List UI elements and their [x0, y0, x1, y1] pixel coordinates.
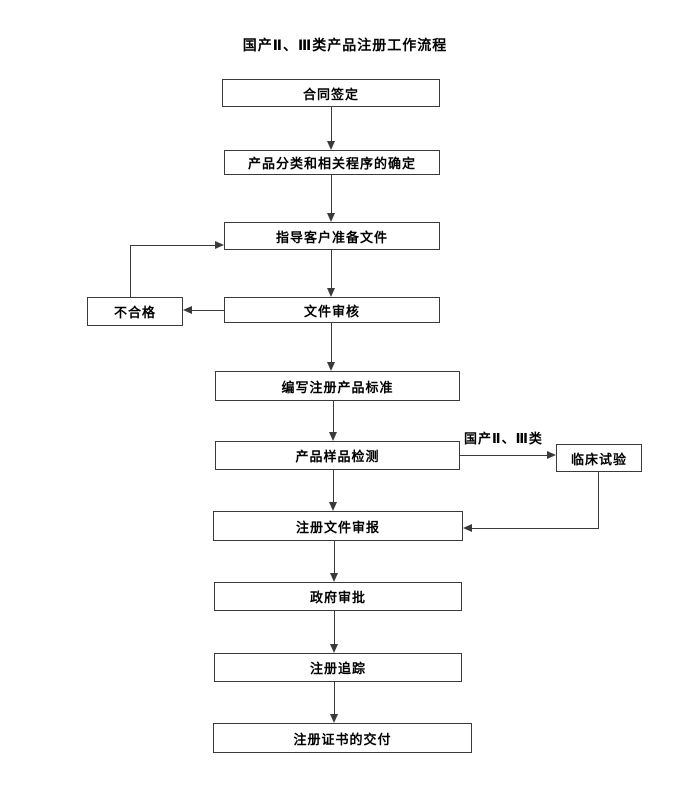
arrowhead-guide-docs-doc-review: [327, 288, 335, 297]
connector-sample-test-clinical-trial: [460, 455, 547, 456]
node-doc-submission: 注册文件审报: [213, 511, 463, 541]
connector-guide-docs-doc-review: [331, 250, 332, 289]
connector-unqualified-loop-horizontal: [130, 245, 215, 246]
node-classification: 产品分类和相关程序的确定: [224, 150, 440, 175]
connector-unqualified-loop-vertical: [130, 245, 131, 297]
connector-contract-classification: [331, 107, 332, 142]
node-doc-review: 文件审核: [224, 297, 440, 323]
arrowhead-doc-review-standard: [327, 362, 335, 371]
arrowhead-clinical-trial-doc-submission: [463, 524, 472, 532]
arrowhead-classification-guide-docs: [327, 213, 335, 222]
arrowhead-unqualified-guide-docs: [215, 241, 224, 249]
edge-label-domestic-class: 国产Ⅱ、Ⅲ类: [464, 432, 543, 447]
arrowhead-doc-review-unqualified: [183, 306, 192, 314]
connector-doc-review-standard: [331, 323, 332, 363]
node-certificate: 注册证书的交付: [213, 723, 472, 753]
connector-standard-sample-test: [333, 401, 334, 433]
node-unqualified: 不合格: [87, 297, 183, 326]
connector-gov-approval-tracking: [334, 611, 335, 645]
arrowhead-sample-test-doc-submission: [329, 502, 337, 511]
node-standard: 编写注册产品标准: [215, 371, 460, 401]
arrowhead-tracking-certificate: [330, 714, 338, 723]
node-guide-docs: 指导客户准备文件: [224, 222, 440, 250]
arrowhead-sample-test-clinical-trial: [547, 451, 556, 459]
arrowhead-contract-classification: [327, 141, 335, 150]
node-clinical-trial: 临床试验: [556, 444, 642, 472]
connector-clinical-trial-vertical: [598, 472, 599, 528]
connector-doc-submission-gov-approval: [334, 541, 335, 574]
node-tracking: 注册追踪: [214, 653, 462, 682]
arrowhead-gov-approval-tracking: [330, 644, 338, 653]
connector-sample-test-doc-submission: [333, 470, 334, 503]
node-contract: 合同签定: [222, 79, 440, 107]
connector-classification-guide-docs: [331, 175, 332, 214]
arrowhead-standard-sample-test: [329, 432, 337, 441]
connector-doc-review-unqualified: [192, 310, 224, 311]
arrowhead-doc-submission-gov-approval: [330, 573, 338, 582]
node-sample-test: 产品样品检测: [215, 441, 460, 470]
flowchart-title: 国产Ⅱ、Ⅲ类产品注册工作流程: [242, 38, 448, 54]
connector-tracking-certificate: [334, 682, 335, 715]
node-gov-approval: 政府审批: [214, 582, 462, 611]
connector-clinical-trial-horizontal: [472, 528, 599, 529]
